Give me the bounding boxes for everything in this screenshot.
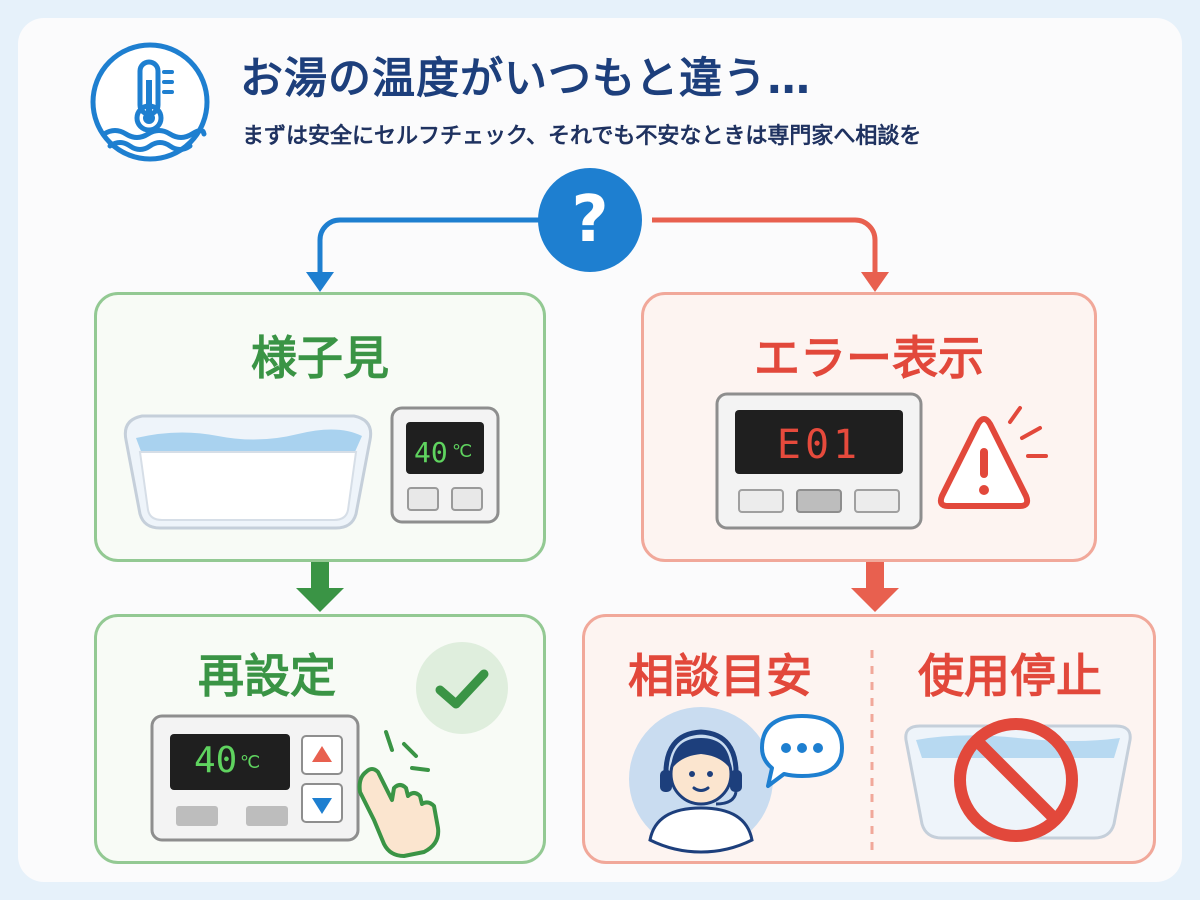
prohibited-bathtub-icon [904,718,1132,842]
checkmark-icon [416,642,508,734]
consult-heading: 相談目安 [628,649,812,703]
watch-heading: 様子見 [251,331,389,385]
page-title: お湯の温度がいつもと違う… [240,54,812,104]
error-code-display: E01 [776,422,862,468]
reset-display-value: 40 [194,740,238,781]
down-arrow-icon[interactable] [304,786,340,822]
controller-panel-small [390,406,500,524]
pointing-hand-icon [357,730,441,858]
bathtub-icon [123,414,373,530]
reset-controller-panel [150,714,360,842]
support-operator-icon [629,707,773,854]
reset-heading: 再設定 [198,649,336,703]
warning-icon [937,406,1048,509]
speech-bubble-icon [760,714,844,788]
thermometer-water-icon [90,42,210,162]
question-icon [538,168,642,272]
stop-heading: 使用停止 [918,649,1102,703]
question-mark: ? [571,183,609,257]
error-heading: エラー表示 [754,331,984,385]
error-controller-panel [715,392,923,530]
divider-dashed [870,650,874,850]
reset-display-unit: ℃ [240,752,261,773]
watch-display-value: 40 [414,436,448,469]
up-arrow-icon[interactable] [304,738,340,774]
page-subtitle: まずは安全にセルフチェック、それでも不安なときは専門家へ相談を [242,124,922,149]
watch-display-unit: ℃ [452,441,473,462]
